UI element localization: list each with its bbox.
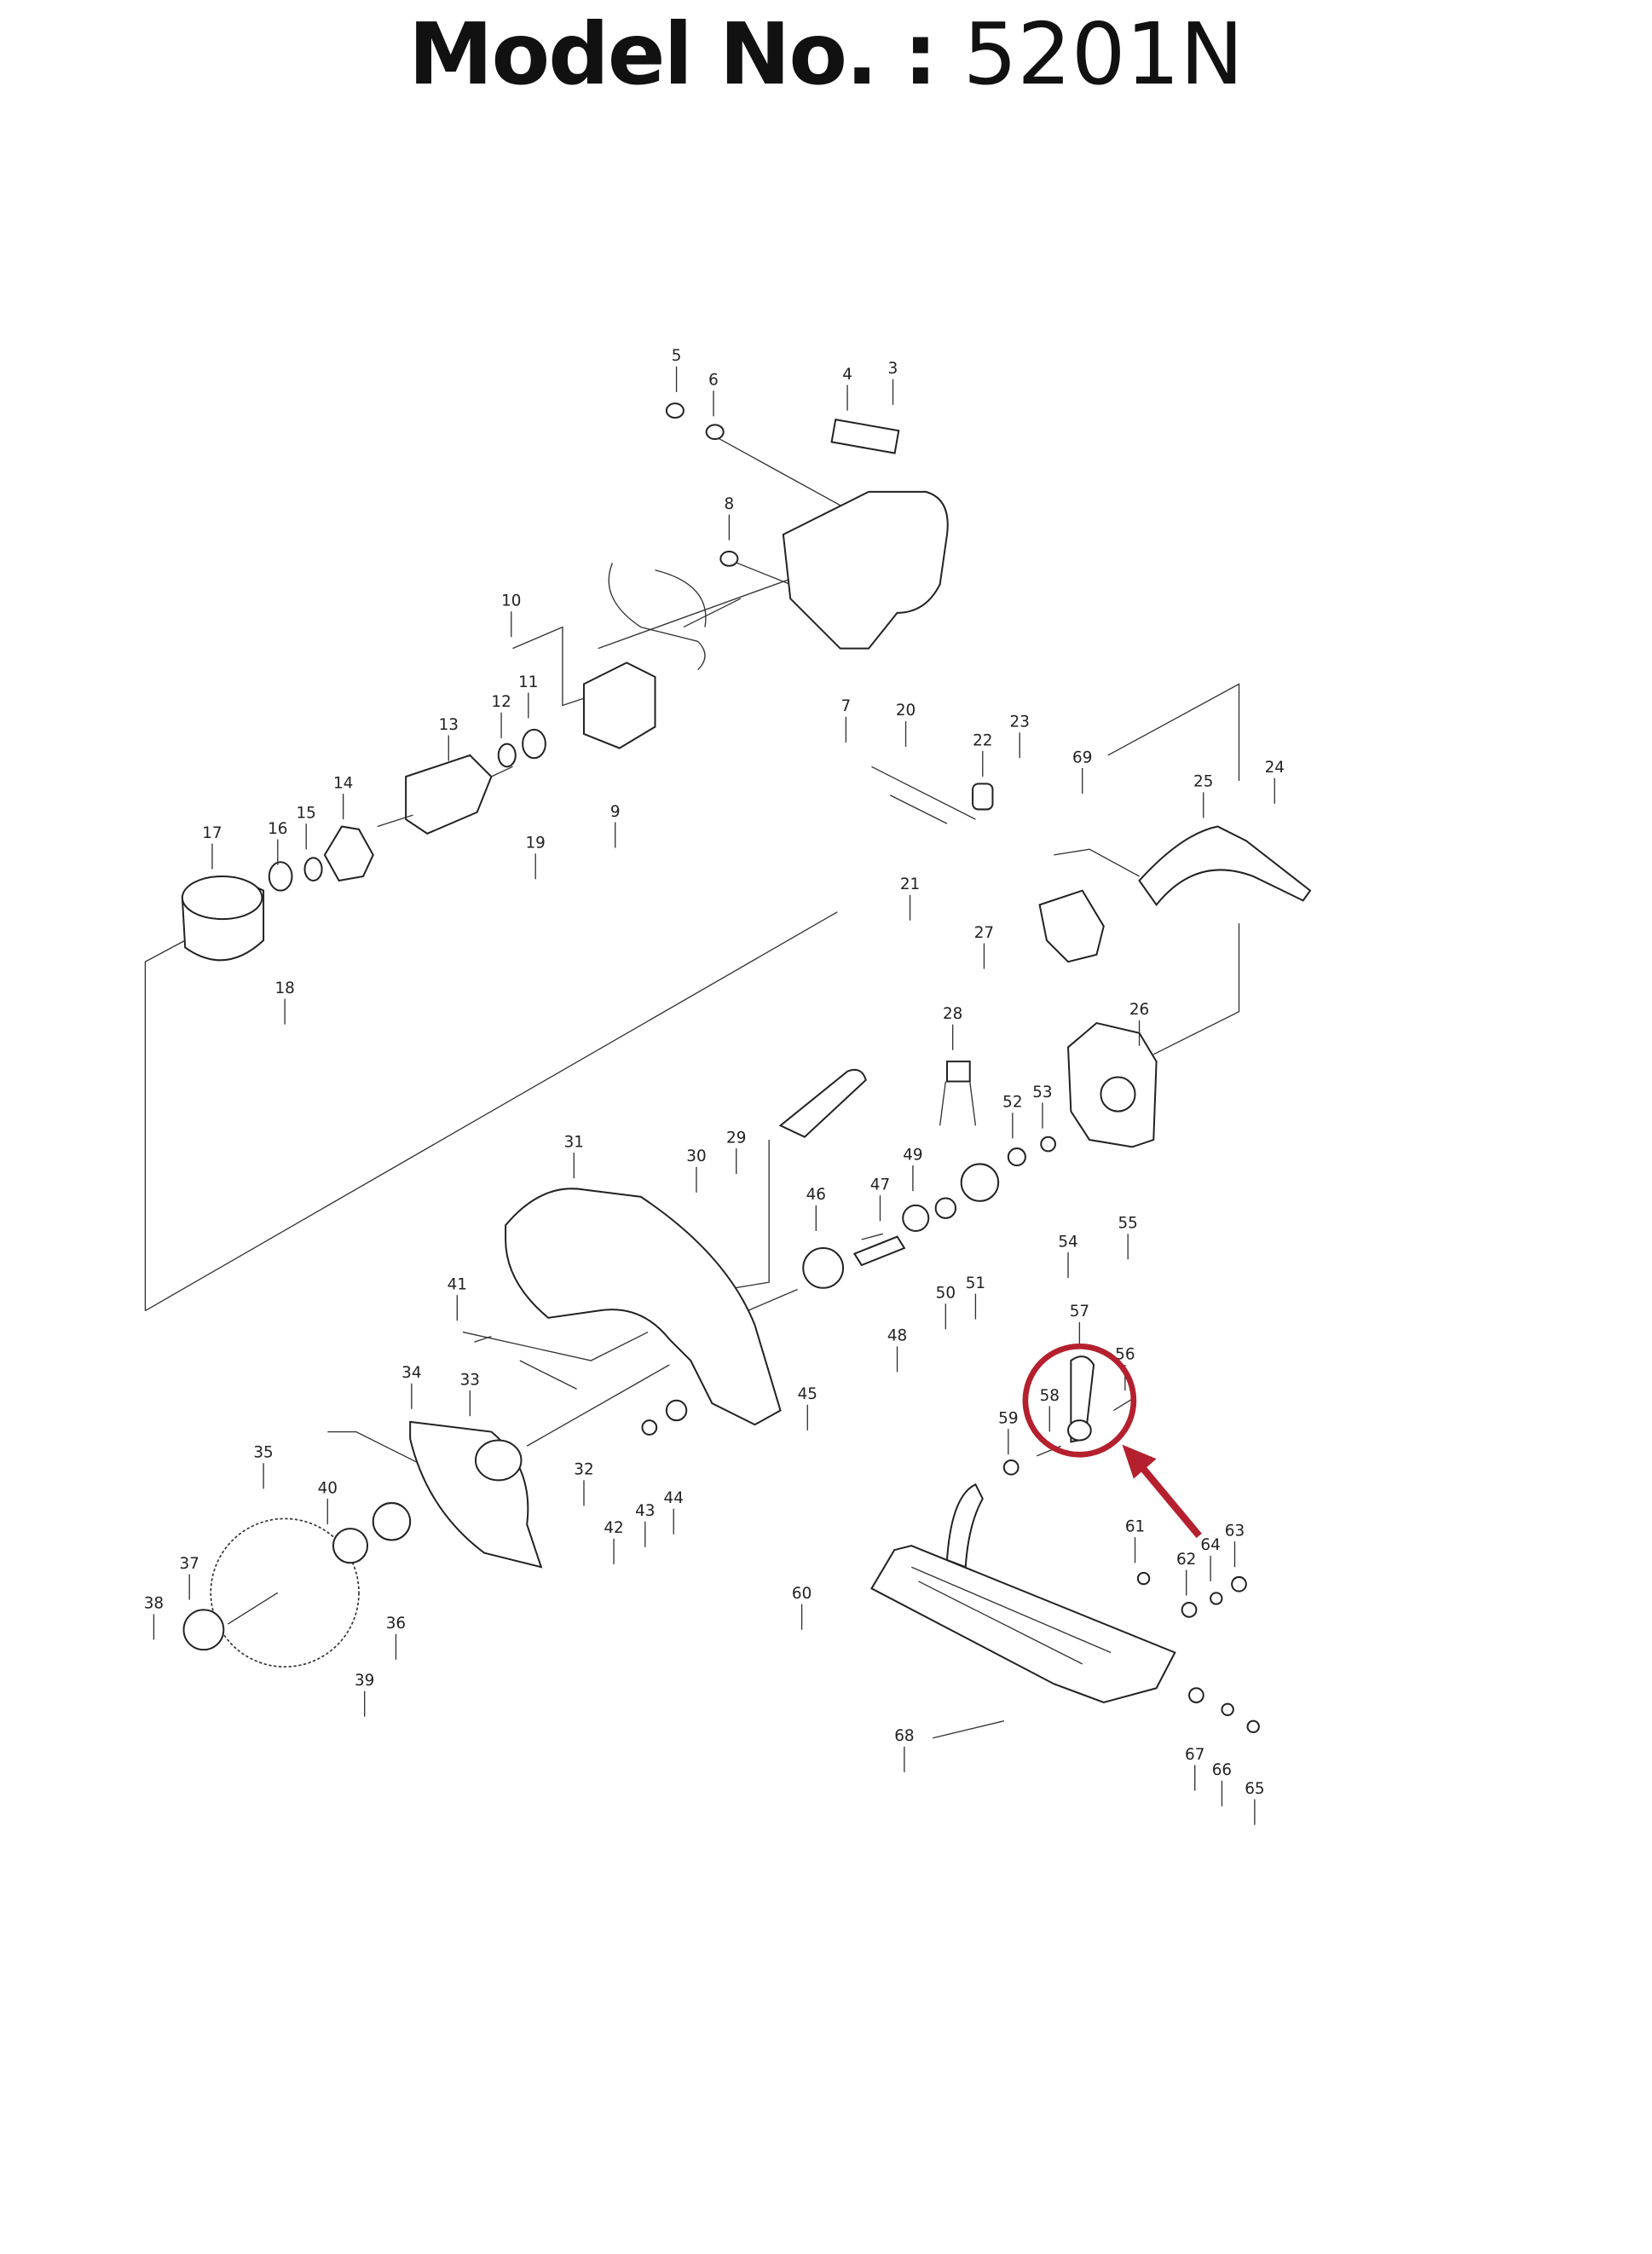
part-label-49: 49: [903, 1146, 922, 1164]
part-label-53: 53: [1032, 1084, 1052, 1101]
part-label-27: 27: [974, 924, 994, 942]
saw-blade: [210, 1517, 360, 1668]
part-label-47: 47: [870, 1176, 890, 1194]
part-label-13: 13: [439, 716, 459, 734]
part-label-19: 19: [525, 835, 545, 852]
handle-cover: [1138, 825, 1312, 907]
part-number-labels: 3456789101112131415161718192021222324252…: [144, 347, 1285, 1825]
model-title: Model No. : 5201N: [0, 0, 1652, 109]
model-label: Model No.: [408, 4, 878, 104]
arrow-icon: [1139, 1465, 1202, 1539]
part-label-44: 44: [664, 1489, 684, 1507]
part-label-20: 20: [896, 702, 916, 720]
blade-guard: [505, 1188, 782, 1426]
part-label-63: 63: [1225, 1522, 1245, 1540]
depth-guide: [945, 1483, 984, 1569]
part-label-55: 55: [1118, 1215, 1137, 1233]
part-label-23: 23: [1010, 714, 1030, 731]
part-label-69: 69: [1072, 748, 1092, 766]
part-label-66: 66: [1212, 1761, 1232, 1779]
part-label-58: 58: [1040, 1387, 1060, 1405]
part-label-15: 15: [297, 804, 316, 822]
part-label-8: 8: [725, 495, 735, 513]
field-coil: [582, 662, 656, 749]
part-label-26: 26: [1129, 1001, 1149, 1019]
part-label-29: 29: [726, 1129, 746, 1147]
part-label-18: 18: [274, 980, 294, 997]
part-label-17: 17: [202, 824, 222, 842]
part-label-4: 4: [842, 366, 852, 384]
part-label-7: 7: [841, 697, 852, 715]
part-label-32: 32: [574, 1461, 593, 1479]
part-label-43: 43: [635, 1502, 655, 1520]
part-label-56: 56: [1115, 1345, 1135, 1363]
part-label-16: 16: [268, 820, 287, 838]
part-label-9: 9: [610, 803, 621, 821]
part-label-33: 33: [460, 1371, 480, 1389]
nameplate: [830, 419, 900, 454]
part-label-34: 34: [401, 1364, 421, 1382]
part-label-36: 36: [386, 1615, 406, 1633]
part-label-12: 12: [491, 693, 511, 711]
part-label-35: 35: [253, 1444, 273, 1462]
motor-housing: [782, 490, 949, 650]
part-label-5: 5: [672, 347, 682, 365]
armature: [405, 754, 493, 835]
model-separator: :: [903, 4, 938, 104]
part-label-68: 68: [894, 1727, 914, 1745]
gear: [960, 1163, 1000, 1202]
part-label-45: 45: [798, 1385, 817, 1403]
assembly-lines: [144, 434, 1240, 1625]
part-label-38: 38: [144, 1595, 164, 1613]
part-label-46: 46: [806, 1186, 826, 1204]
part-label-31: 31: [564, 1133, 584, 1151]
part-label-57: 57: [1070, 1303, 1089, 1321]
highlight-marker: [1022, 1343, 1202, 1539]
part-label-25: 25: [1193, 773, 1213, 791]
part-label-51: 51: [966, 1274, 985, 1292]
bearing-16: [268, 861, 293, 892]
part-label-10: 10: [501, 592, 521, 610]
part-label-62: 62: [1176, 1551, 1196, 1569]
part-label-39: 39: [355, 1672, 374, 1690]
base-plate: [870, 1545, 1176, 1704]
switch: [1038, 889, 1105, 963]
part-label-22: 22: [973, 731, 992, 749]
lower-guard: [409, 1420, 543, 1569]
part-label-6: 6: [708, 372, 719, 390]
fan: [323, 825, 374, 882]
part-label-30: 30: [686, 1147, 706, 1165]
part-label-52: 52: [1002, 1094, 1022, 1112]
part-label-28: 28: [943, 1005, 962, 1023]
part-label-67: 67: [1185, 1746, 1204, 1764]
part-label-64: 64: [1200, 1536, 1220, 1554]
part-label-54: 54: [1058, 1233, 1077, 1251]
part-label-3: 3: [888, 360, 898, 378]
part-label-24: 24: [1265, 759, 1285, 777]
front-handle: [778, 1068, 867, 1138]
part-label-21: 21: [900, 876, 920, 893]
part-label-60: 60: [792, 1585, 812, 1603]
part-shapes: [181, 402, 1312, 1739]
part-label-48: 48: [887, 1327, 907, 1345]
part-label-41: 41: [448, 1275, 467, 1293]
part-label-50: 50: [936, 1284, 956, 1302]
part-label-59: 59: [998, 1410, 1018, 1428]
part-label-40: 40: [318, 1479, 338, 1497]
highlight-circle: [1022, 1343, 1137, 1458]
part-label-14: 14: [333, 774, 353, 792]
part-label-61: 61: [1125, 1517, 1145, 1535]
part-label-37: 37: [180, 1555, 199, 1573]
model-number: 5201N: [962, 4, 1244, 104]
part-label-65: 65: [1245, 1780, 1264, 1798]
part-label-11: 11: [518, 673, 538, 691]
part-label-42: 42: [604, 1519, 623, 1537]
